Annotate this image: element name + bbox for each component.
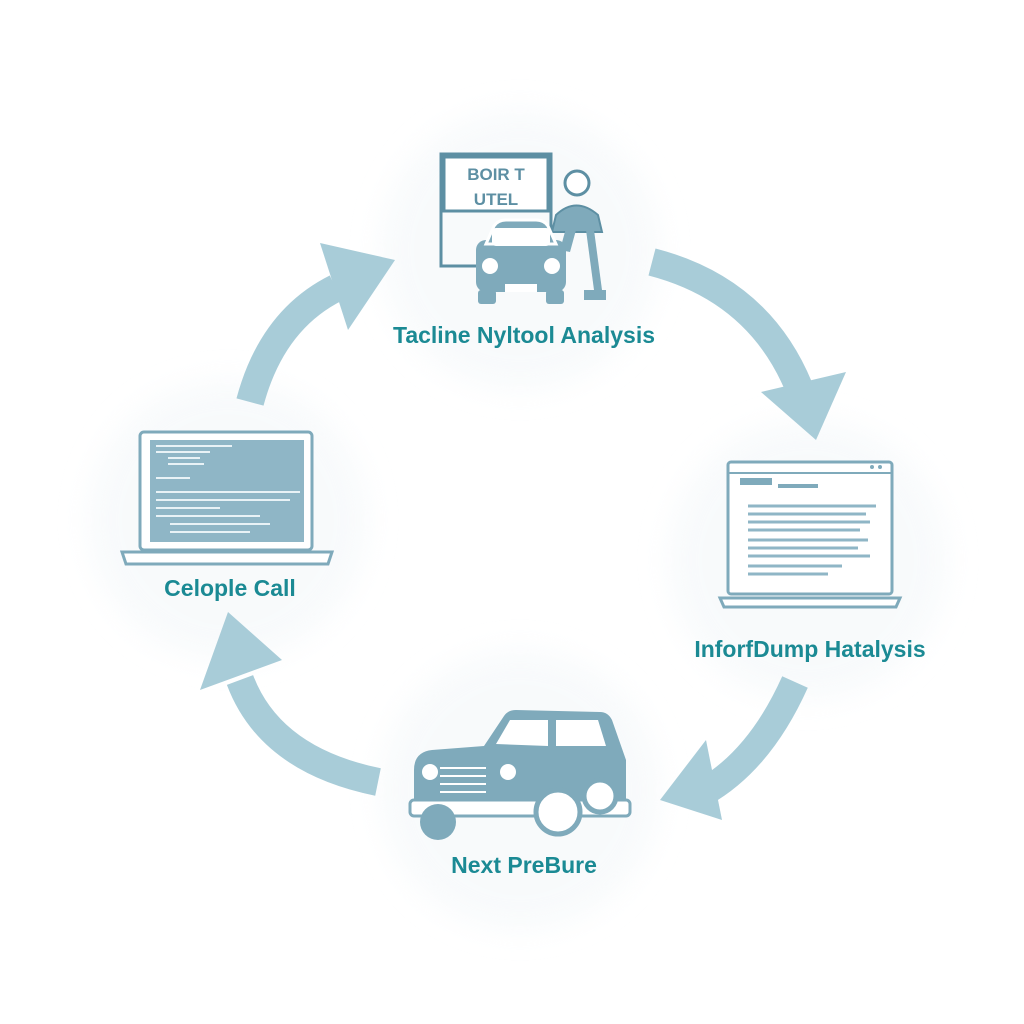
vintage-car-icon [408, 710, 632, 840]
arrow-to-bottom-step [660, 676, 808, 820]
step-label-right: InforfDump Hatalysis [694, 636, 926, 662]
cycle-arrows [200, 243, 846, 820]
laptop-code-icon [119, 430, 335, 566]
arrow-to-right-step [648, 248, 846, 440]
sign-line-1: BOIR T [467, 165, 525, 184]
arrow-to-top-step [236, 243, 395, 406]
step-label-bottom: Next PreBure [451, 852, 597, 878]
sign-line-2: UTEL [474, 190, 518, 209]
car-at-service-station-icon: BOIR T UTEL [439, 152, 606, 304]
arrow-to-left-step [200, 612, 381, 796]
step-label-top: Tacline Nyltool Analysis [392, 322, 656, 348]
laptop-document-icon [717, 460, 903, 609]
step-label-left: Celople Call [164, 575, 296, 601]
